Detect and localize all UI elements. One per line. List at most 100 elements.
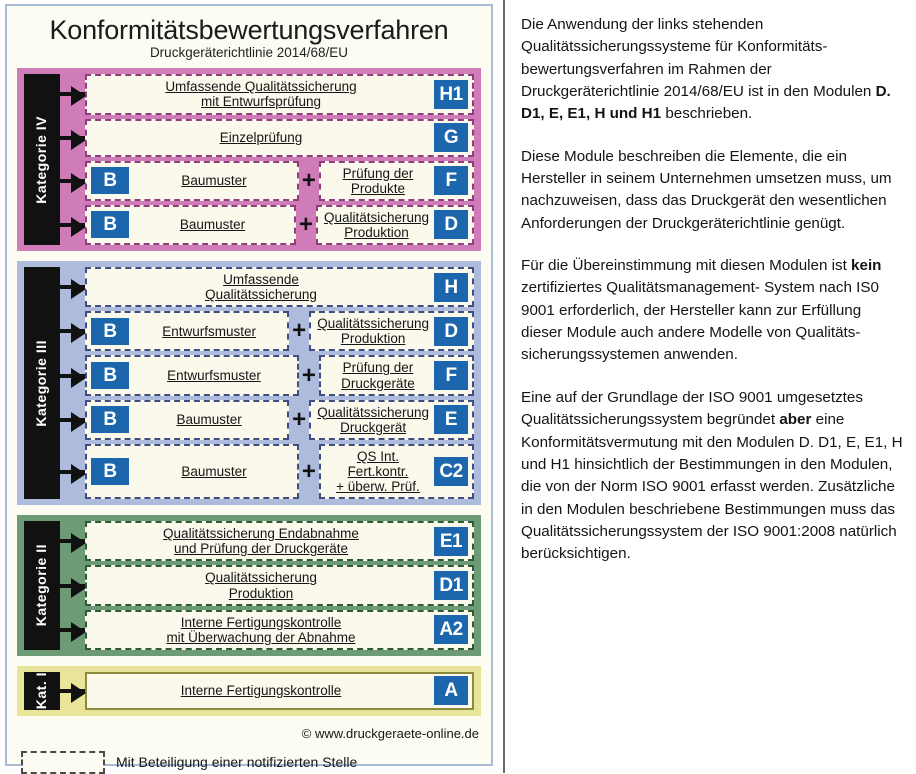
plus-icon: + — [292, 317, 307, 345]
category-label: Kategorie IV — [24, 74, 58, 245]
paragraph: Eine auf der Grundlage der ISO 9001 umge… — [521, 387, 906, 566]
category-label: Kat. I — [24, 671, 58, 710]
body-text: eine Konformitätsvermutung mit den Modul… — [521, 411, 903, 563]
category-block: Kat. I Interne Fertigungskontrolle A — [17, 665, 481, 716]
paragraph-list: Die Anwendung der links stehenden Qualit… — [521, 14, 906, 566]
arrow-icon — [56, 463, 86, 484]
arrow-icon — [56, 577, 86, 598]
category-rows: Interne Fertigungskontrolle A — [56, 671, 474, 710]
module-badge: C2 — [434, 457, 468, 487]
conformity-diagram-panel: Konformitätsbewertungsverfahren Druckger… — [5, 4, 493, 774]
module-description-left: Baumuster — [181, 463, 247, 479]
module-description-left: Baumuster — [179, 217, 246, 233]
paragraph: Für die Übereinstimmung mit diesen Modul… — [521, 255, 906, 367]
procedure-row: B Baumuster + QS Int. Fert.kontr.+ überw. P… — [56, 443, 474, 500]
arrow-icon — [56, 533, 86, 554]
emphasis-text: kein — [851, 257, 882, 275]
procedure-row: Interne Fertigungskontrolle A — [56, 671, 474, 710]
module-badge: D — [434, 316, 468, 346]
arrow-icon — [56, 367, 86, 388]
plus-icon: + — [301, 361, 316, 389]
body-text: Die Anwendung der links stehenden Qualit… — [521, 16, 876, 101]
legend: Mit Beteiligung einer notifizierten Stel… — [17, 750, 481, 774]
module-badge: B — [91, 362, 129, 390]
arrow-icon — [56, 172, 86, 193]
plus-icon: + — [301, 166, 316, 194]
plus-icon: + — [301, 457, 316, 485]
procedure-row: Einzelprüfung G — [56, 118, 474, 157]
legend-dashed-swatch — [21, 750, 105, 774]
module-description: Interne Fertigungskontrolle — [180, 683, 342, 699]
module-description: QS Int. Fert.kontr.+ überw. Prüf. — [336, 448, 420, 495]
module-badge: A — [434, 676, 468, 706]
copyright-notice: © www.druckgeraete-online.de — [301, 725, 479, 741]
arrow-icon — [56, 86, 86, 107]
module-box: Interne Fertigungskontrolle A — [85, 671, 474, 710]
paragraph: Die Anwendung der links stehenden Qualit… — [521, 14, 906, 126]
module-description: Einzelprüfung — [219, 130, 303, 145]
category-label: Kategorie II — [24, 521, 58, 650]
legend-label: Mit Beteiligung einer notifizierten Stel… — [116, 754, 358, 771]
category-list: Kategorie IV Umfassende Qualitätssicherun… — [17, 68, 481, 716]
module-badge: E1 — [434, 526, 468, 556]
module-description-left: Entwurfsmuster — [167, 367, 261, 383]
arrow-icon — [56, 411, 86, 432]
connector-spine — [56, 74, 60, 245]
module-badge: F — [434, 361, 468, 391]
arrow-icon — [56, 323, 86, 344]
category-label-text: Kategorie II — [33, 544, 49, 627]
arrow-icon — [56, 682, 86, 703]
module-badge: B — [91, 167, 129, 195]
module-badge: G — [434, 123, 468, 153]
module-badge: D — [434, 210, 468, 240]
plus-icon: + — [298, 210, 313, 238]
category-label-text: Kat. I — [33, 672, 49, 710]
module-badge: H1 — [434, 79, 468, 109]
module-badge: B — [91, 458, 129, 486]
module-badge: B — [91, 317, 129, 345]
arrow-icon — [56, 621, 86, 642]
module-badge: H — [434, 272, 468, 302]
category-label-text: Kategorie III — [33, 339, 49, 427]
module-pair: B Baumuster + QS Int. Fert.kontr.+ überw. P… — [85, 443, 474, 500]
module-box: Einzelprüfung G — [85, 118, 474, 157]
module-badge: F — [434, 166, 468, 196]
module-badge: D1 — [434, 571, 468, 601]
diagram-title: Konformitätsbewertungsverfahren — [49, 15, 449, 45]
body-text: Für die Übereinstimmung mit diesen Modul… — [521, 257, 852, 275]
module-badge: E — [434, 405, 468, 435]
explanatory-text-panel: Die Anwendung der links stehenden Qualit… — [503, 0, 916, 773]
module-description-left: Baumuster — [181, 173, 247, 189]
